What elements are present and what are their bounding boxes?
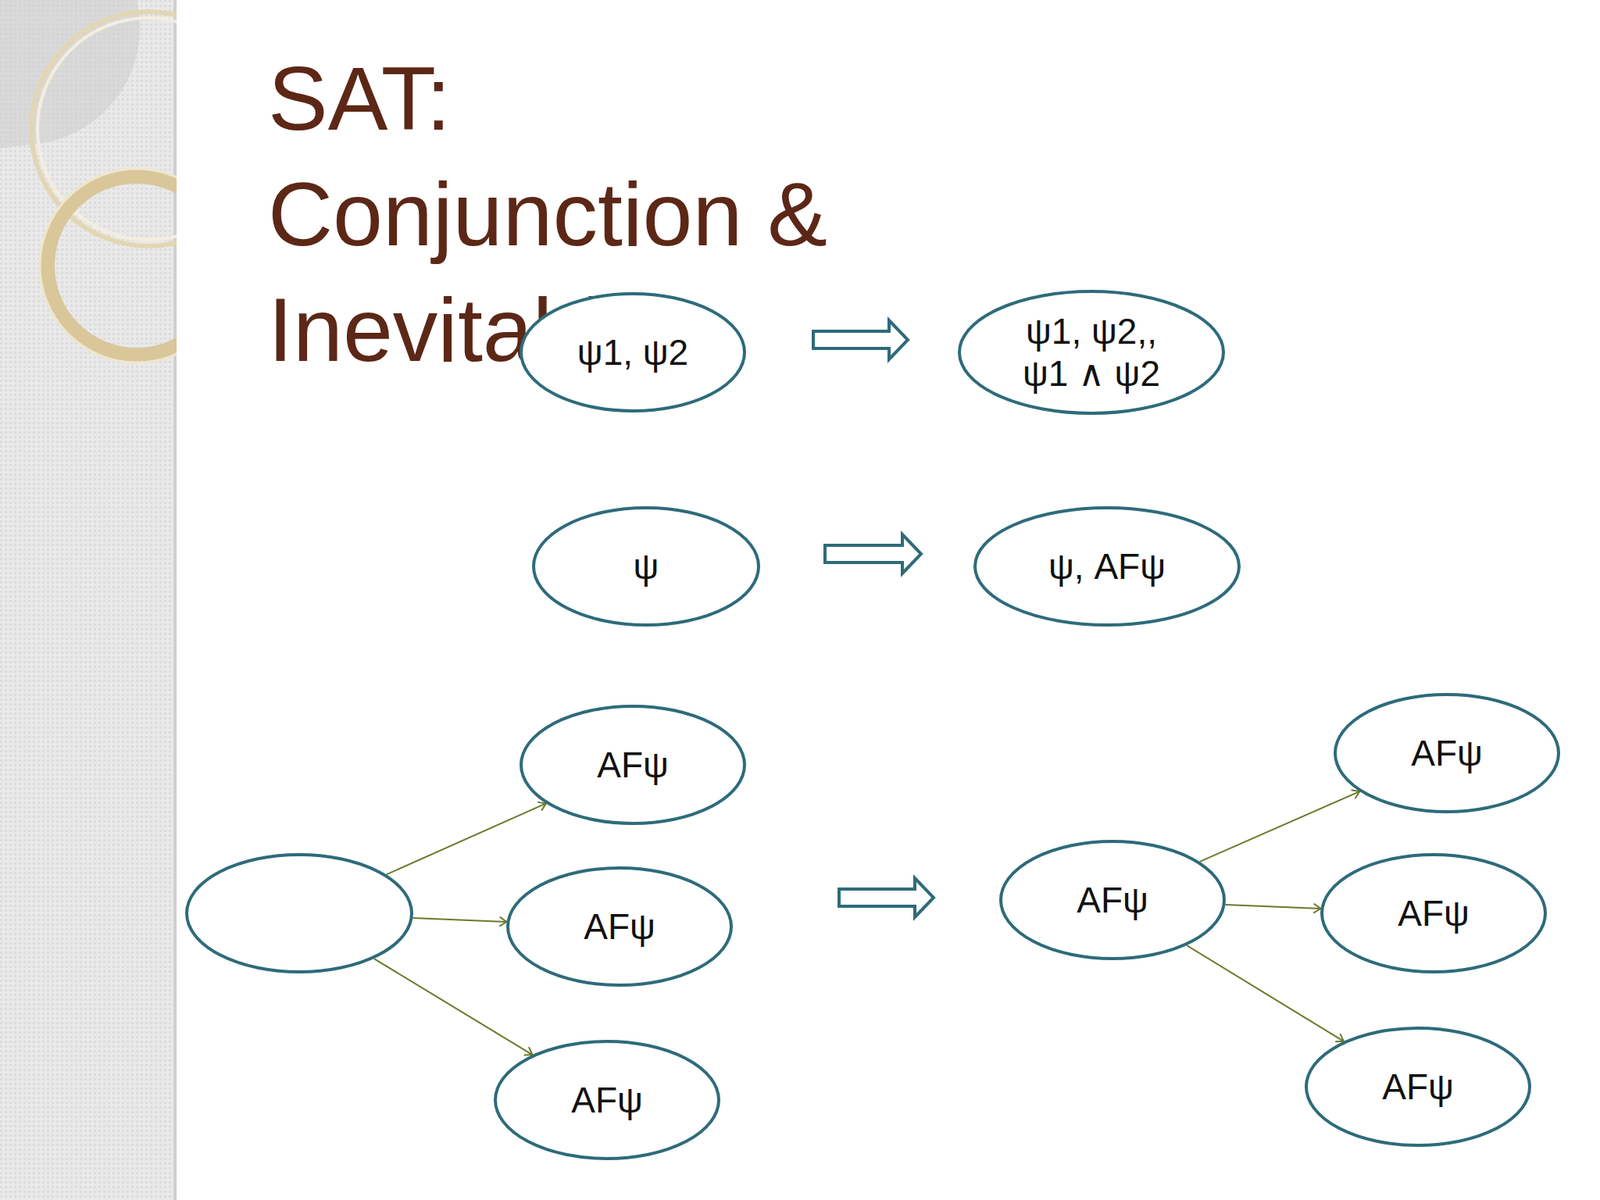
state-label: AFψ xyxy=(1382,1065,1454,1108)
state-ellipse: AFψ xyxy=(493,1039,721,1161)
transition-arrow xyxy=(1186,945,1344,1042)
state-ellipse xyxy=(185,853,414,974)
ellipse-outline xyxy=(185,853,414,974)
state-ellipse: ψ xyxy=(532,506,761,627)
sidebar-clip xyxy=(176,0,1600,407)
state-ellipse: ψ1, ψ2 xyxy=(519,292,747,413)
state-label: ψ1, ψ2 xyxy=(577,331,689,374)
transition-arrow xyxy=(413,917,508,922)
state-ellipse: AFψ xyxy=(1304,1026,1532,1147)
state-label: AFψ xyxy=(1397,892,1470,935)
transition-arrow xyxy=(1225,904,1322,909)
state-label: AFψ xyxy=(583,905,656,948)
block-arrow xyxy=(813,320,934,918)
state-ellipse: ψ, AFψ xyxy=(973,506,1241,627)
state-label: AFψ xyxy=(596,743,669,786)
state-ellipse: AFψ xyxy=(519,704,747,825)
state-label: AFψ xyxy=(571,1078,643,1122)
transition-arrow xyxy=(1200,791,1361,862)
state-label: AFψ xyxy=(1410,732,1483,775)
state-ellipse: AFψ xyxy=(506,866,733,987)
state-ellipse: AFψ xyxy=(1320,853,1547,974)
state-ellipse: AFψ xyxy=(999,839,1226,961)
state-label: ψ, AFψ xyxy=(1048,545,1166,588)
state-label: ψ1, ψ2,, ψ1 ∧ ψ2 xyxy=(1009,310,1174,395)
transition-arrow xyxy=(386,803,547,875)
state-ellipse: AFψ xyxy=(1333,692,1561,814)
transition-arrow xyxy=(374,958,533,1055)
state-label: ψ xyxy=(633,545,660,588)
state-label: AFψ xyxy=(1076,878,1149,922)
ellipse-outline xyxy=(957,289,1225,415)
state-ellipse: ψ1, ψ2,, ψ1 ∧ ψ2 xyxy=(957,289,1225,415)
